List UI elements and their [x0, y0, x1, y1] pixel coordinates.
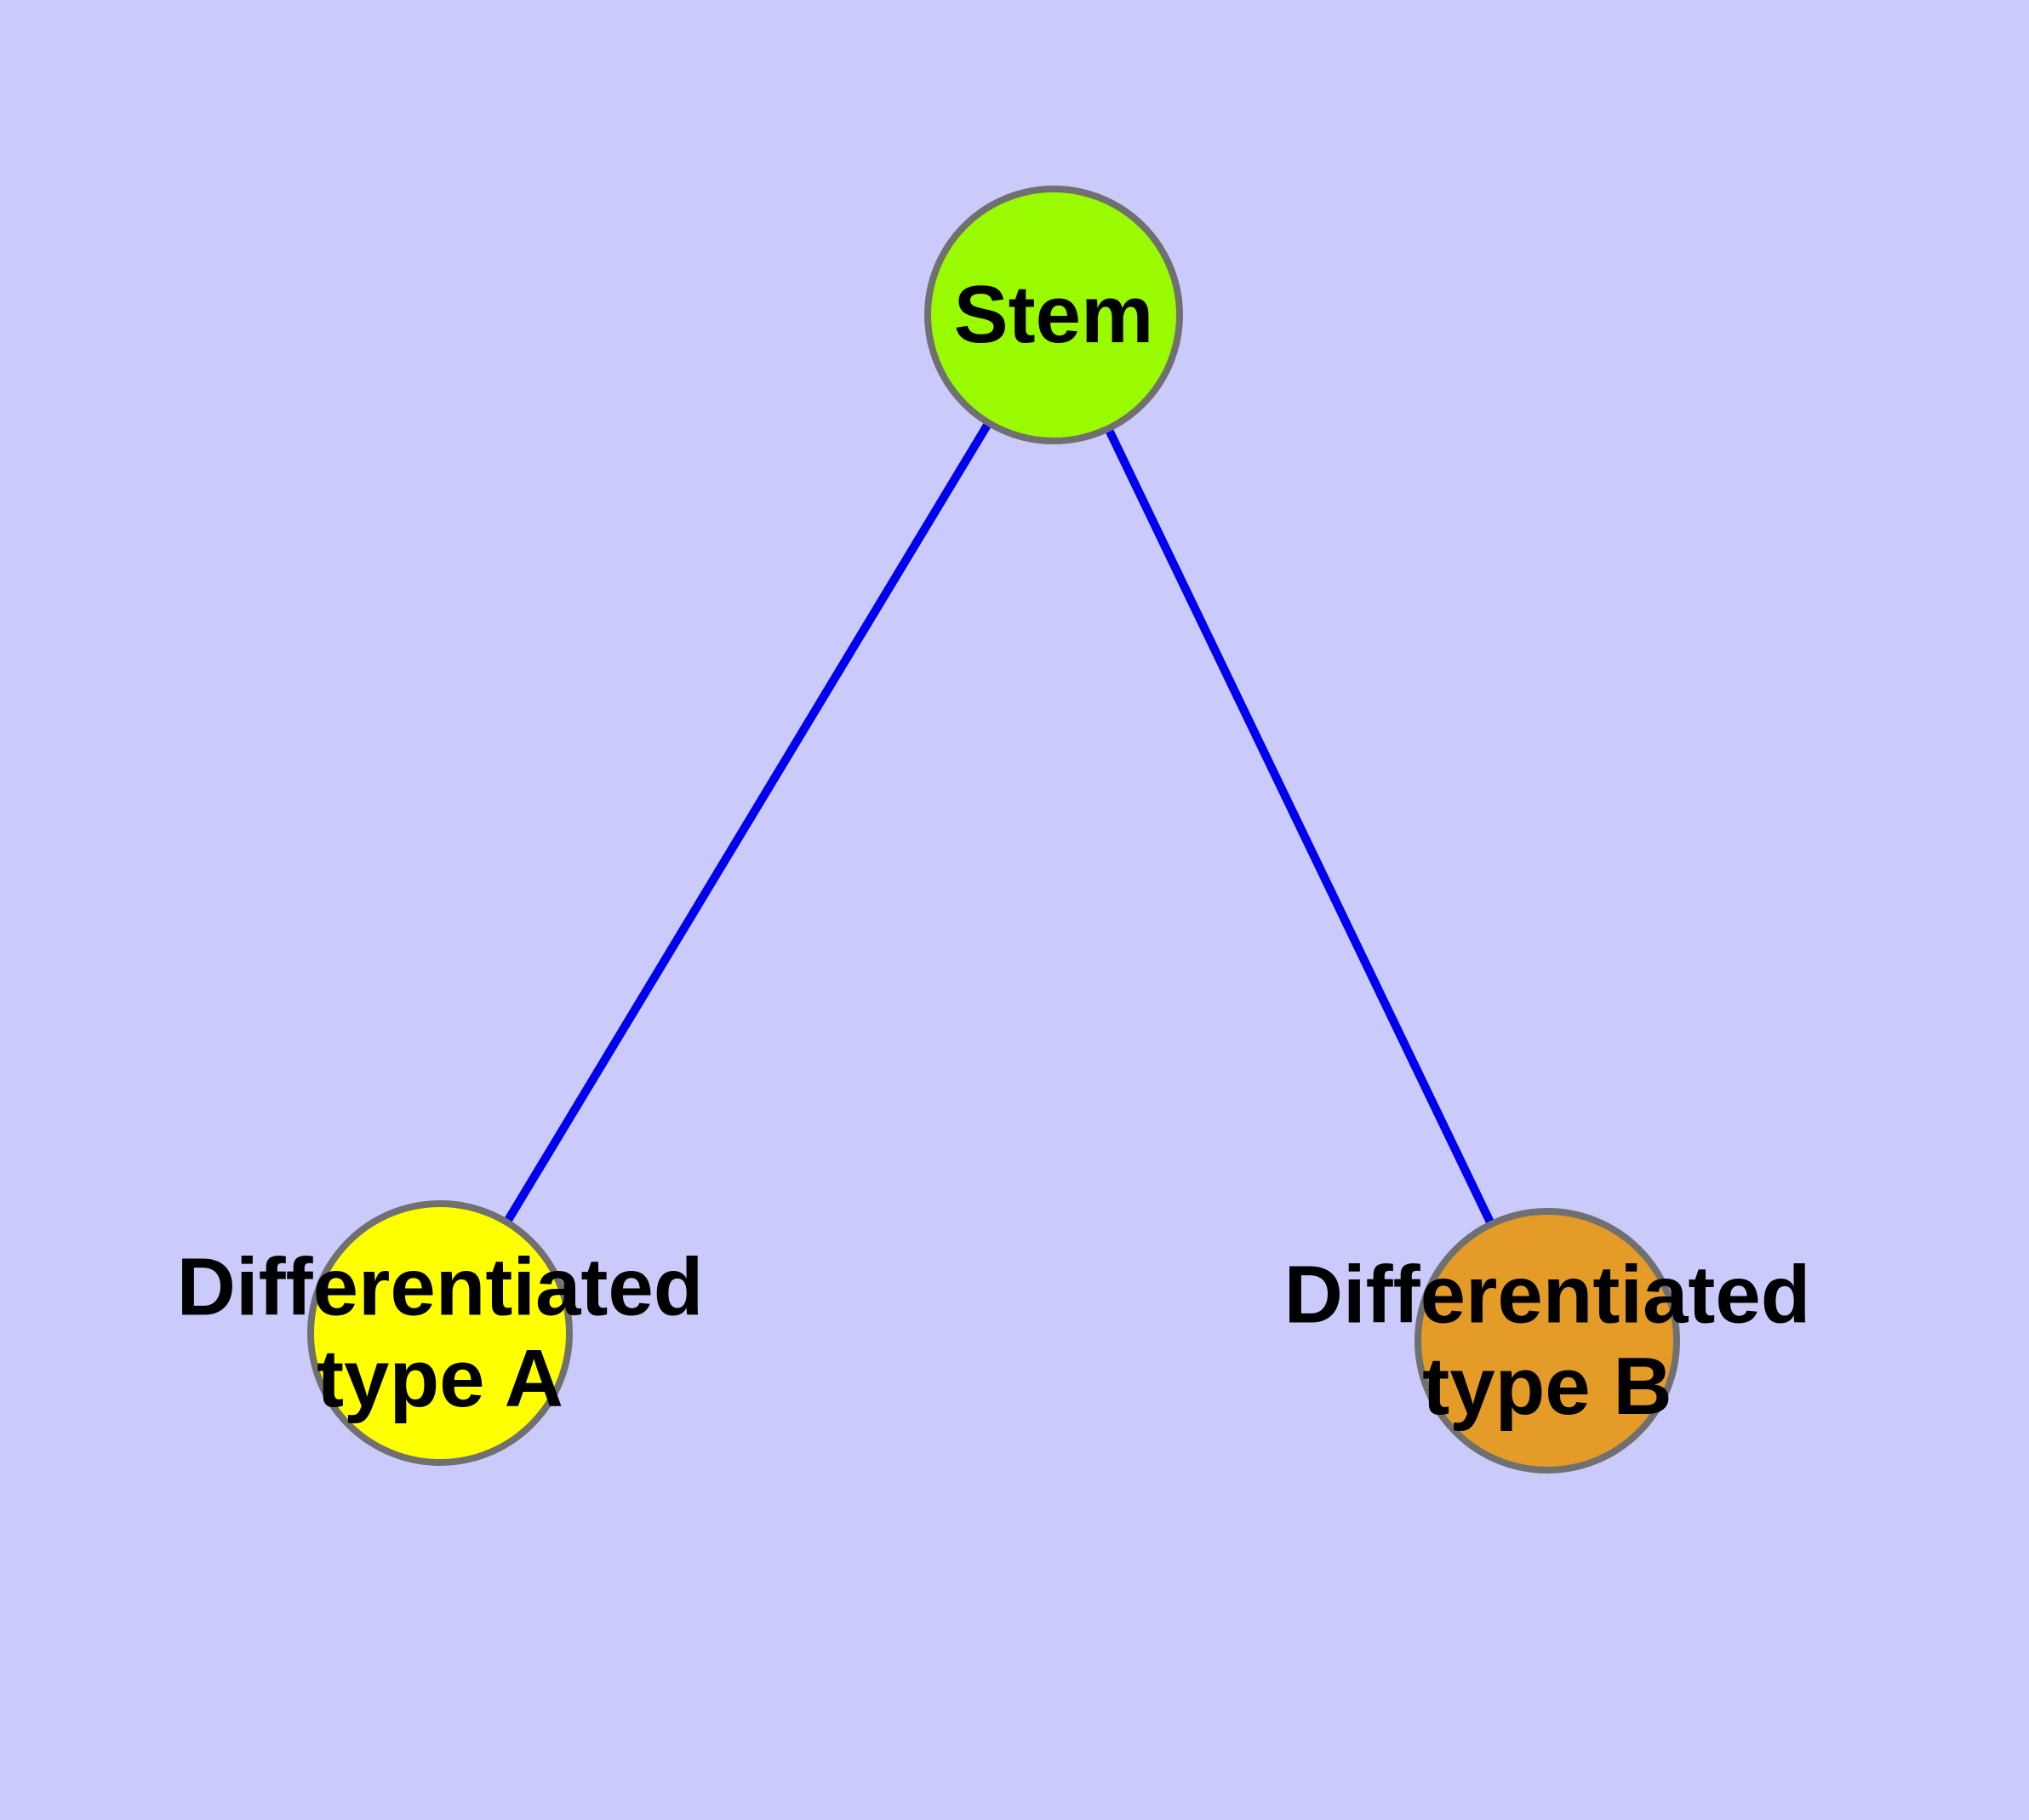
node-differentiated-type-b[interactable] [1415, 1208, 1680, 1474]
node-stem[interactable] [924, 186, 1183, 444]
node-stem-circle[interactable] [924, 186, 1183, 444]
node-stem-label: Stem [954, 270, 1154, 361]
edge-stem-to-differentiated-type-a[interactable] [436, 312, 1058, 1336]
edge-stem-to-differentiated-type-b[interactable] [1049, 312, 1552, 1343]
node-differentiated-type-a[interactable] [307, 1200, 573, 1466]
edge-layer [436, 312, 1552, 1343]
node-differentiated-type-b-circle[interactable] [1415, 1208, 1680, 1474]
node-differentiated-type-a-circle[interactable] [307, 1200, 573, 1466]
node-layer [307, 186, 1680, 1474]
